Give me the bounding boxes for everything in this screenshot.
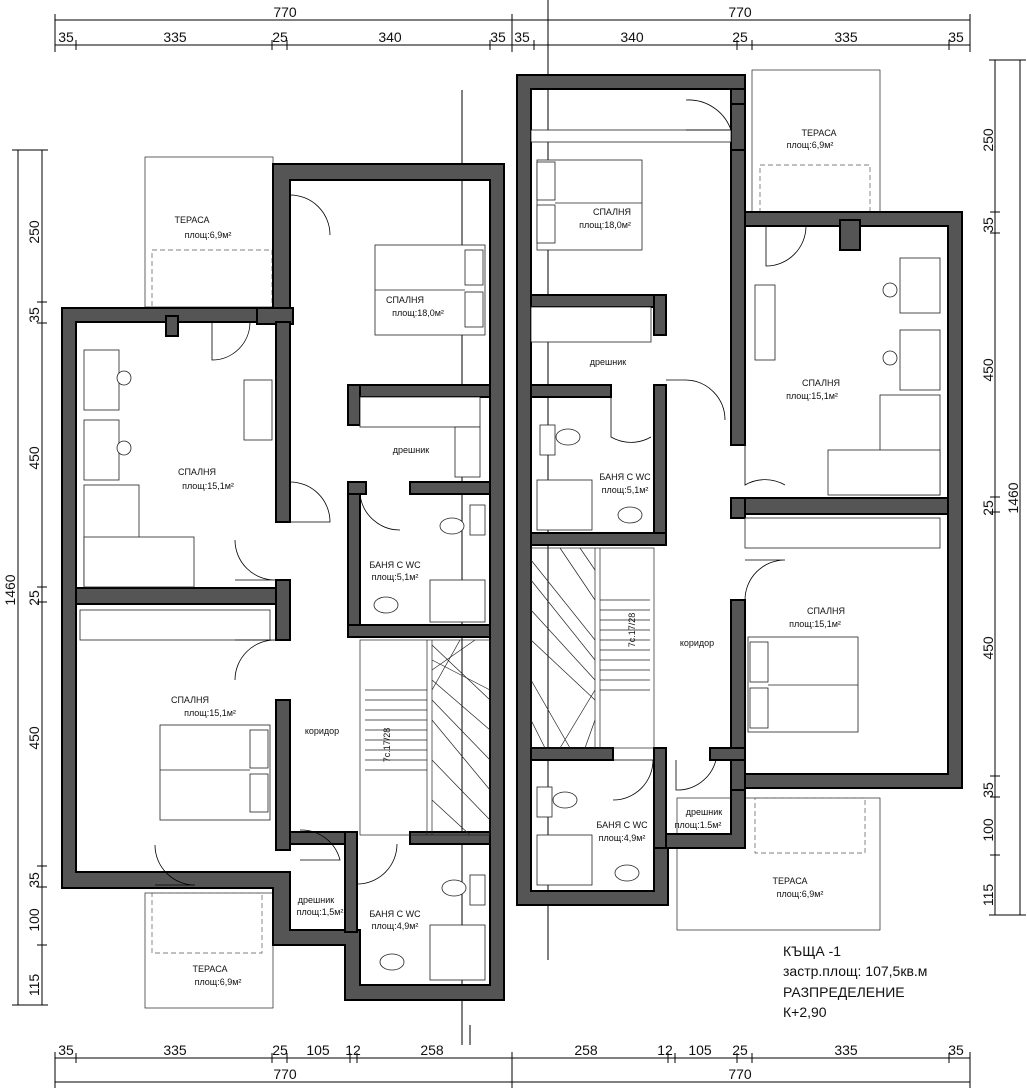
bedroom-right-mid-area: площ:15,1м² — [786, 391, 838, 401]
terrace-right-top-name: ТЕРАСА — [801, 128, 836, 138]
dim-bottom-seg: 105 — [688, 1042, 712, 1058]
title-house: КЪЩА -1 — [783, 943, 841, 959]
wardrobe-right-name: дрешник — [590, 357, 626, 367]
dim-bottom-seg: 335 — [834, 1042, 858, 1058]
dim-bottom-total-left: 770 — [273, 1066, 297, 1082]
stairs-right: 7с.17/28 — [530, 547, 655, 749]
dim-top-seg: 35 — [490, 29, 506, 45]
dim-top-seg: 25 — [732, 29, 748, 45]
dim-bottom-seg: 25 — [272, 1042, 288, 1058]
bedroom-left-low-area: площ:15,1м² — [184, 708, 236, 718]
dim-right-seg: 100 — [980, 818, 996, 842]
closet-right-area: площ:1.5м² — [675, 820, 722, 830]
dim-top-seg: 340 — [620, 29, 644, 45]
terrace-right-bottom-name: ТЕРАСА — [772, 876, 807, 886]
wardrobe-left-name: дрешник — [393, 445, 429, 455]
furniture — [79, 129, 941, 981]
bedroom-right-top-name: СПАЛНЯ — [593, 207, 631, 217]
dim-right-seg: 25 — [980, 500, 996, 516]
dim-left-seg: 35 — [26, 872, 42, 888]
dim-top-seg: 340 — [378, 29, 402, 45]
terrace-left-top-area: площ:6,9м² — [185, 230, 232, 240]
bedroom-right-low-name: СПАЛНЯ — [807, 606, 845, 616]
dim-top-seg: 35 — [948, 29, 964, 45]
room-labels: ТЕРАСА площ:6,9м² СПАЛНЯ площ:18,0м² СПА… — [171, 128, 845, 987]
corridor-right-name: коридор — [680, 638, 714, 648]
bath-right-mid-area: площ:5,1м² — [602, 485, 649, 495]
walls-right-unit — [516, 74, 963, 906]
dim-top-total-right: 770 — [728, 4, 752, 20]
walls-left-unit — [61, 163, 505, 1001]
dim-left-total: 1460 — [2, 574, 18, 605]
bedroom-left-top-area: площ:18,0м² — [392, 308, 444, 318]
dim-bottom-seg: 335 — [163, 1042, 187, 1058]
dim-right-total: 1460 — [1005, 482, 1021, 513]
terrace-right-bottom-area: площ:6,9м² — [777, 889, 824, 899]
terrace-left-bottom-area: площ:6,9м² — [195, 977, 242, 987]
dim-bottom-seg: 105 — [306, 1042, 330, 1058]
terrace-right-top-area: площ:6,9м² — [787, 140, 834, 150]
title-block: КЪЩА -1 застр.площ: 107,5кв.м РАЗПРЕДЕЛЕ… — [783, 943, 927, 1020]
closet-left-name: дрешник — [298, 895, 334, 905]
dim-right-seg: 450 — [980, 636, 996, 660]
bath-left-low-area: площ:4,9м² — [372, 921, 419, 931]
bath-left-low-name: БАНЯ С WC — [369, 909, 421, 919]
dim-right-seg: 250 — [980, 128, 996, 152]
bath-left-mid-name: БАНЯ С WC — [369, 560, 421, 570]
dim-left-seg: 115 — [26, 974, 42, 997]
dim-bottom-seg: 12 — [657, 1042, 673, 1058]
corridor-left-name: коридор — [305, 726, 339, 736]
dim-right-seg: 35 — [980, 217, 996, 233]
dim-top-seg: 35 — [58, 29, 74, 45]
bedroom-right-top-area: площ:18,0м² — [579, 220, 631, 230]
dim-bottom-total-right: 770 — [728, 1066, 752, 1082]
closet-left-area: площ:1,5м² — [297, 907, 344, 917]
dim-bottom-seg: 258 — [420, 1042, 444, 1058]
bedroom-left-top-name: СПАЛНЯ — [386, 295, 424, 305]
dim-right-seg: 115 — [980, 884, 996, 907]
title-built-area: застр.площ: 107,5кв.м — [783, 963, 927, 979]
dim-bottom-seg: 35 — [58, 1042, 74, 1058]
dim-top-total-left: 770 — [273, 4, 297, 20]
title-level: К+2,90 — [783, 1004, 827, 1020]
bath-right-low-name: БАНЯ С WC — [596, 820, 648, 830]
dimension-lines: 770 770 35 335 25 340 35 35 340 25 335 3… — [2, 4, 1026, 1088]
bedroom-left-mid-name: СПАЛНЯ — [178, 467, 216, 477]
dim-left-seg: 25 — [26, 590, 42, 606]
dim-right-seg: 450 — [980, 358, 996, 382]
bath-left-mid-area: площ:5,1м² — [372, 572, 419, 582]
dim-top-seg: 335 — [834, 29, 858, 45]
dim-left-seg: 250 — [26, 220, 42, 244]
bath-right-low-area: площ:4,9м² — [599, 833, 646, 843]
dim-top-seg: 35 — [514, 29, 530, 45]
bedroom-left-mid-area: площ:15,1м² — [182, 481, 234, 491]
dim-right-seg: 35 — [980, 782, 996, 798]
dim-bottom-seg: 258 — [574, 1042, 598, 1058]
dim-left-seg: 450 — [26, 446, 42, 470]
bedroom-left-low-name: СПАЛНЯ — [171, 695, 209, 705]
bedroom-right-mid-name: СПАЛНЯ — [802, 378, 840, 388]
dim-bottom-seg: 35 — [948, 1042, 964, 1058]
terrace-left-top-name: ТЕРАСА — [174, 215, 209, 225]
stairs-left: 7с.17/28 — [359, 639, 491, 836]
stairs-right-label: 7с.17/28 — [627, 613, 637, 648]
doors — [154, 99, 807, 886]
title-layout: РАЗПРЕДЕЛЕНИЕ — [783, 984, 905, 1000]
dim-bottom-seg: 12 — [345, 1042, 361, 1058]
terrace-left-bottom-name: ТЕРАСА — [192, 964, 227, 974]
dim-top-seg: 335 — [163, 29, 187, 45]
bath-right-mid-name: БАНЯ С WC — [599, 472, 651, 482]
closet-right-name: дрешник — [686, 807, 722, 817]
dim-top-seg: 25 — [272, 29, 288, 45]
stairs-left-label: 7с.17/28 — [382, 728, 392, 763]
dim-left-seg: 450 — [26, 726, 42, 750]
dim-left-seg: 100 — [26, 908, 42, 932]
dim-left-seg: 35 — [26, 307, 42, 323]
bedroom-right-low-area: площ:15,1м² — [789, 619, 841, 629]
dim-bottom-seg: 25 — [732, 1042, 748, 1058]
